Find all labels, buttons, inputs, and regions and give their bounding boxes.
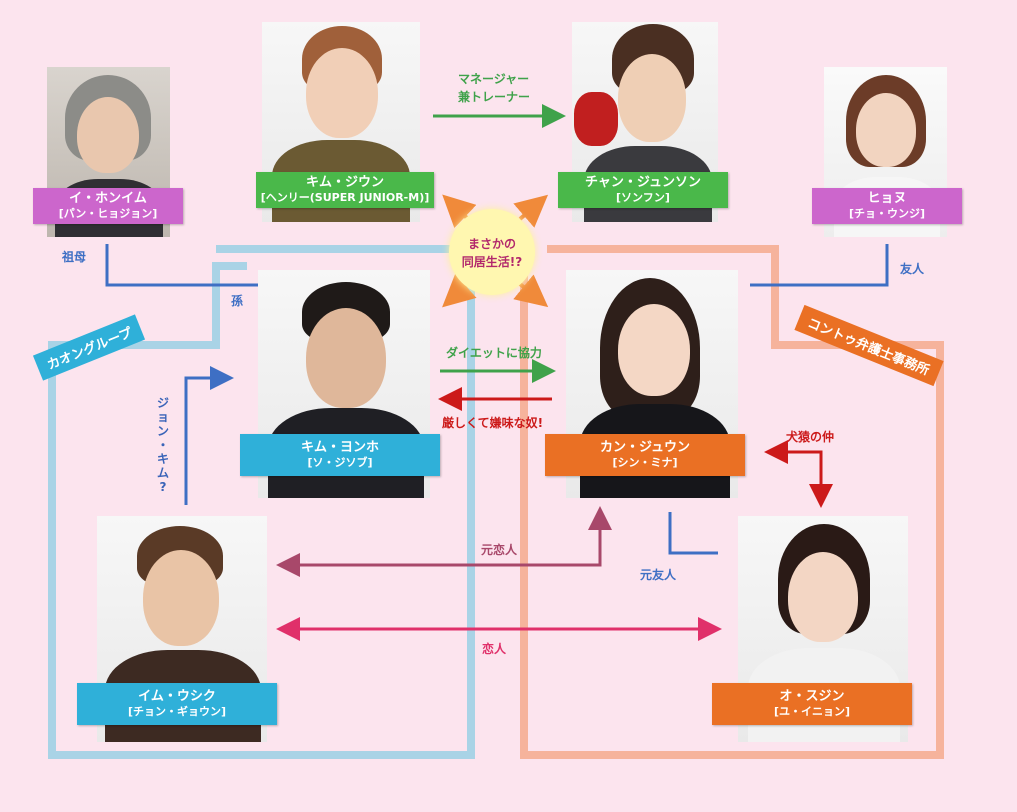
- nameplate-grandma: イ・ホンイム [パン・ヒョジョン]: [33, 188, 183, 224]
- name-usiku: イム・ウシク: [138, 689, 216, 704]
- name-jiun: キム・ジウン: [305, 175, 384, 190]
- name-sujin: オ・スジン: [779, 689, 845, 704]
- strict-label: 厳しくて嫌味な奴!: [442, 416, 544, 430]
- actor-sujin: [ユ・イニョン]: [773, 705, 851, 719]
- actor-grandma: [パン・ヒョジョン]: [58, 207, 158, 221]
- friend-line: [750, 244, 889, 287]
- rivals-label: 犬猿の仲: [786, 430, 835, 444]
- friend-label: 友人: [900, 262, 925, 276]
- left-group-frame: [48, 245, 475, 759]
- ex-lover-label: 元恋人: [481, 543, 518, 557]
- lovers-label: 恋人: [482, 642, 507, 656]
- sun-arrow-ne: [513, 194, 549, 228]
- diet-label: ダイエットに協力: [446, 346, 542, 360]
- actor-jiun: [ヘンリー(SUPER JUNIOR-M)]: [260, 191, 430, 205]
- nameplate-juun: カン・ジュウン [シン・ミナ]: [545, 434, 745, 476]
- actor-usiku: [チョン・ギョウン]: [127, 705, 227, 719]
- name-yonho: キム・ヨンホ: [300, 440, 379, 455]
- sun-arrow-sw: [442, 274, 477, 308]
- actor-hyonu: [チョ・ウンジ]: [848, 207, 926, 221]
- ex-friend-label: 元友人: [640, 568, 677, 582]
- nameplate-sujin: オ・スジン [ユ・イニョン]: [712, 683, 912, 725]
- jon-kim-label: ジョン・キム?: [156, 396, 169, 494]
- grandson-label: 孫: [231, 294, 244, 308]
- jon-kim-arrow: [184, 366, 234, 505]
- actor-yonho: [ソ・ジソブ]: [307, 456, 373, 470]
- nameplate-hyonu: ヒョヌ [チョ・ウンジ]: [812, 188, 962, 224]
- name-juun: カン・ジュウン: [599, 440, 691, 455]
- manager-label-1: マネージャー: [458, 72, 530, 86]
- grandmother-line: [105, 244, 262, 287]
- nameplate-usiku: イム・ウシク [チョン・ギョウン]: [77, 683, 277, 725]
- center-line1: まさかの: [467, 237, 516, 251]
- actor-juun: [シン・ミナ]: [612, 456, 678, 470]
- sun-arrow-nw: [442, 194, 477, 229]
- ex-lover-arrow: [276, 506, 612, 577]
- name-grandma: イ・ホンイム: [69, 191, 147, 206]
- cohabitation-center: まさかの 同居生活!?: [449, 209, 535, 295]
- manager-label-2: 兼トレーナー: [458, 90, 531, 104]
- nameplate-jiun: キム・ジウン [ヘンリー(SUPER JUNIOR-M)]: [256, 172, 434, 208]
- rivals-arrow: [764, 440, 833, 508]
- nameplate-junson: チャン・ジュンソン [ソンフン]: [558, 172, 728, 208]
- grandmother-label: 祖母: [62, 250, 87, 264]
- name-junson: チャン・ジュンソン: [585, 175, 701, 190]
- actor-junson: [ソンフン]: [616, 191, 670, 205]
- name-hyonu: ヒョヌ: [867, 191, 907, 206]
- right-group-frame: [520, 245, 944, 759]
- sun-arrow-se: [513, 274, 549, 308]
- center-line2: 同居生活!?: [461, 255, 523, 269]
- ex-friend-line: [668, 512, 718, 555]
- nameplate-yonho: キム・ヨンホ [ソ・ジソブ]: [240, 434, 440, 476]
